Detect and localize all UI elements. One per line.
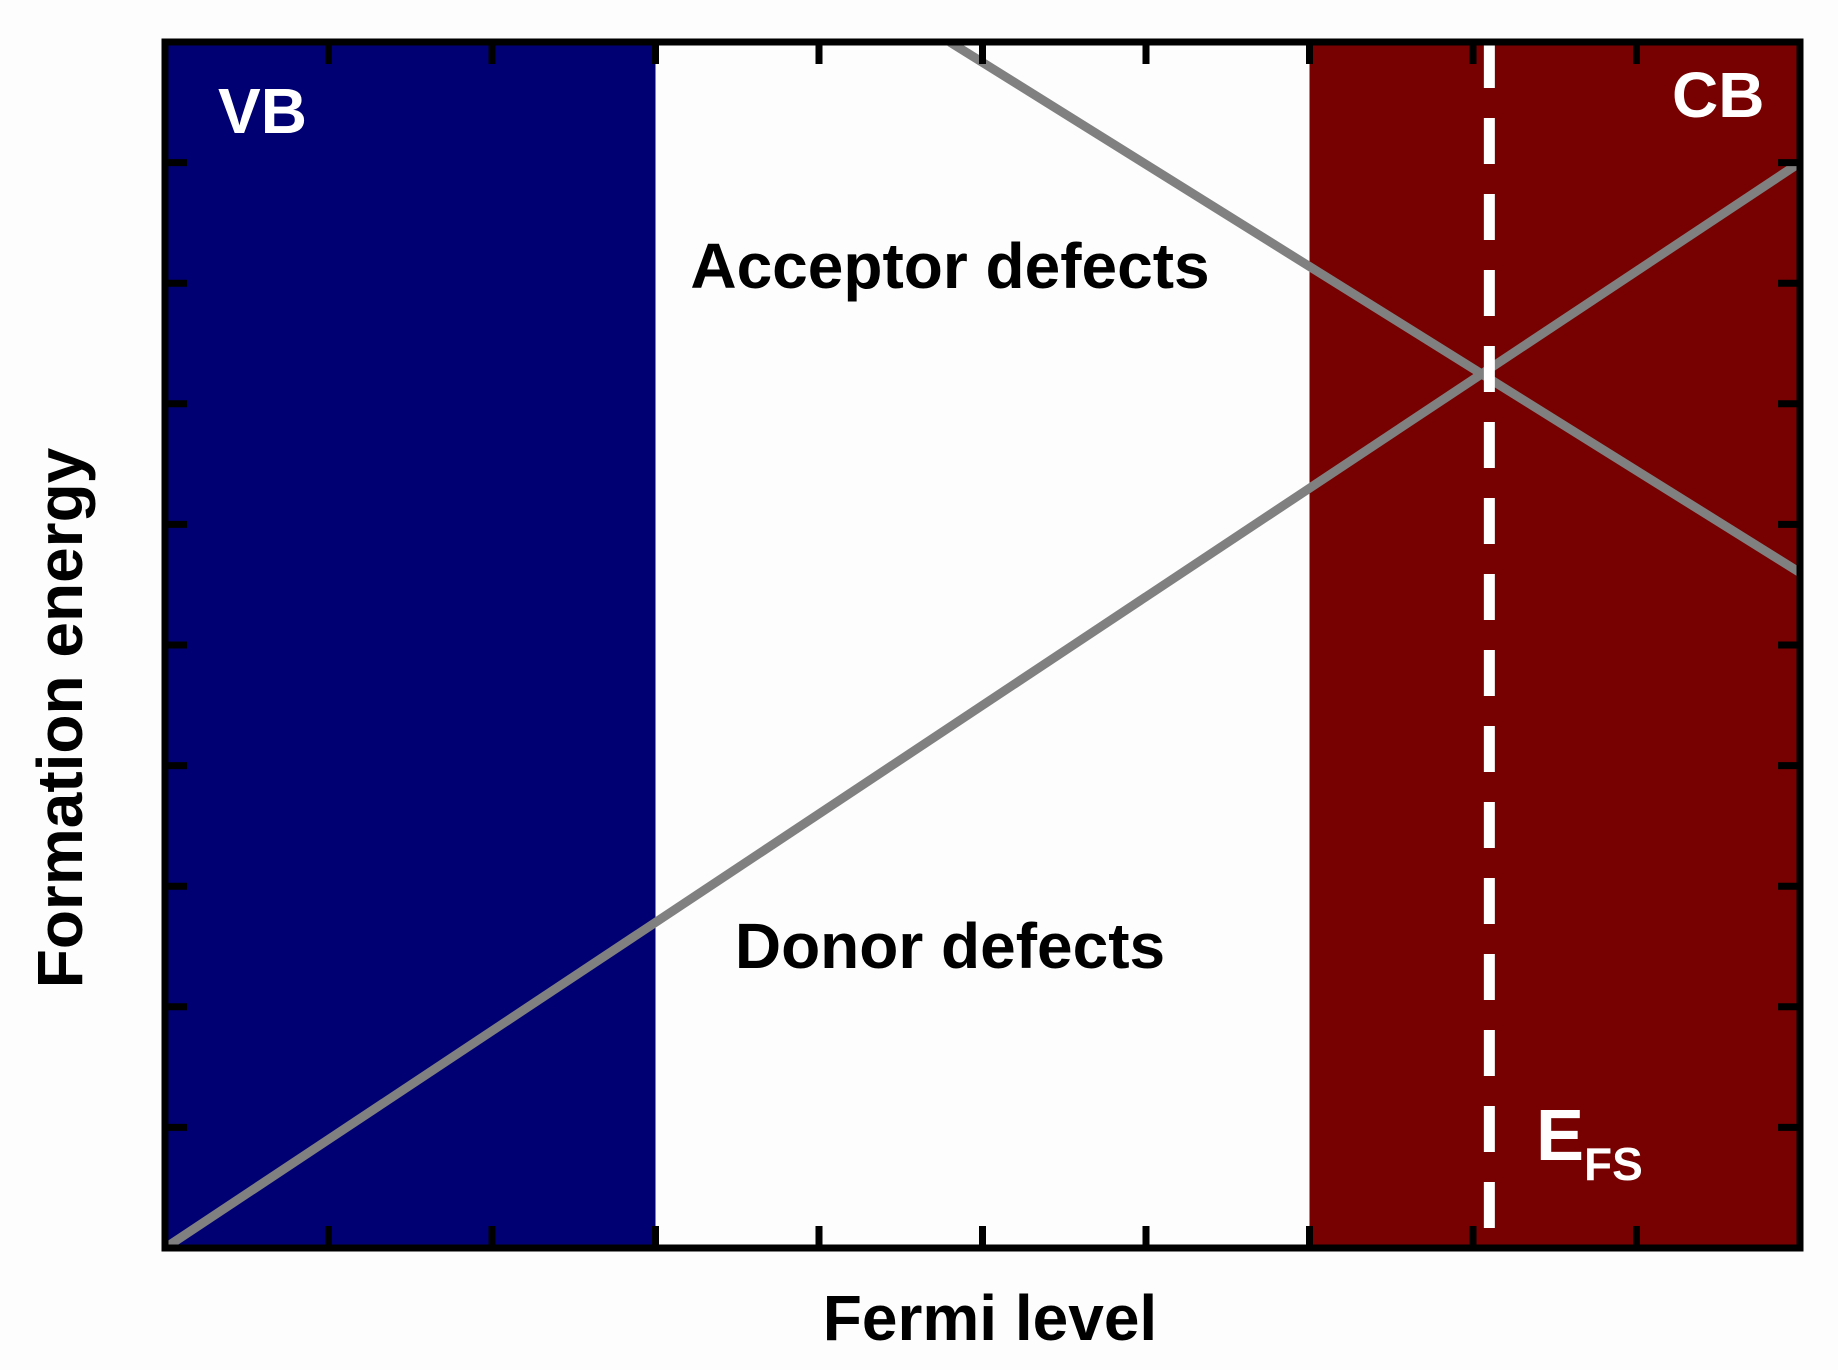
band-regions — [165, 42, 1800, 1248]
region-vb — [165, 42, 656, 1248]
efs-main-letter: E — [1536, 1096, 1584, 1176]
acceptor-defect-line — [947, 42, 1800, 577]
defect-lines — [165, 42, 1800, 1248]
x-axis-label: Fermi level — [823, 1282, 1157, 1354]
y-axis-label: Formation energy — [24, 447, 96, 988]
tick-marks — [165, 42, 1800, 1248]
donor-defects-label: Donor defects — [735, 910, 1165, 982]
region-cb — [1309, 42, 1800, 1248]
vb-region-label: VB — [218, 75, 307, 147]
efs-subscript: FS — [1584, 1138, 1643, 1190]
fermi-stabilization-label: EFS — [1536, 1096, 1643, 1190]
region-gap — [655, 42, 1310, 1248]
cb-region-label: CB — [1672, 59, 1764, 131]
acceptor-defects-label: Acceptor defects — [690, 230, 1209, 302]
donor-defect-line — [165, 158, 1800, 1248]
